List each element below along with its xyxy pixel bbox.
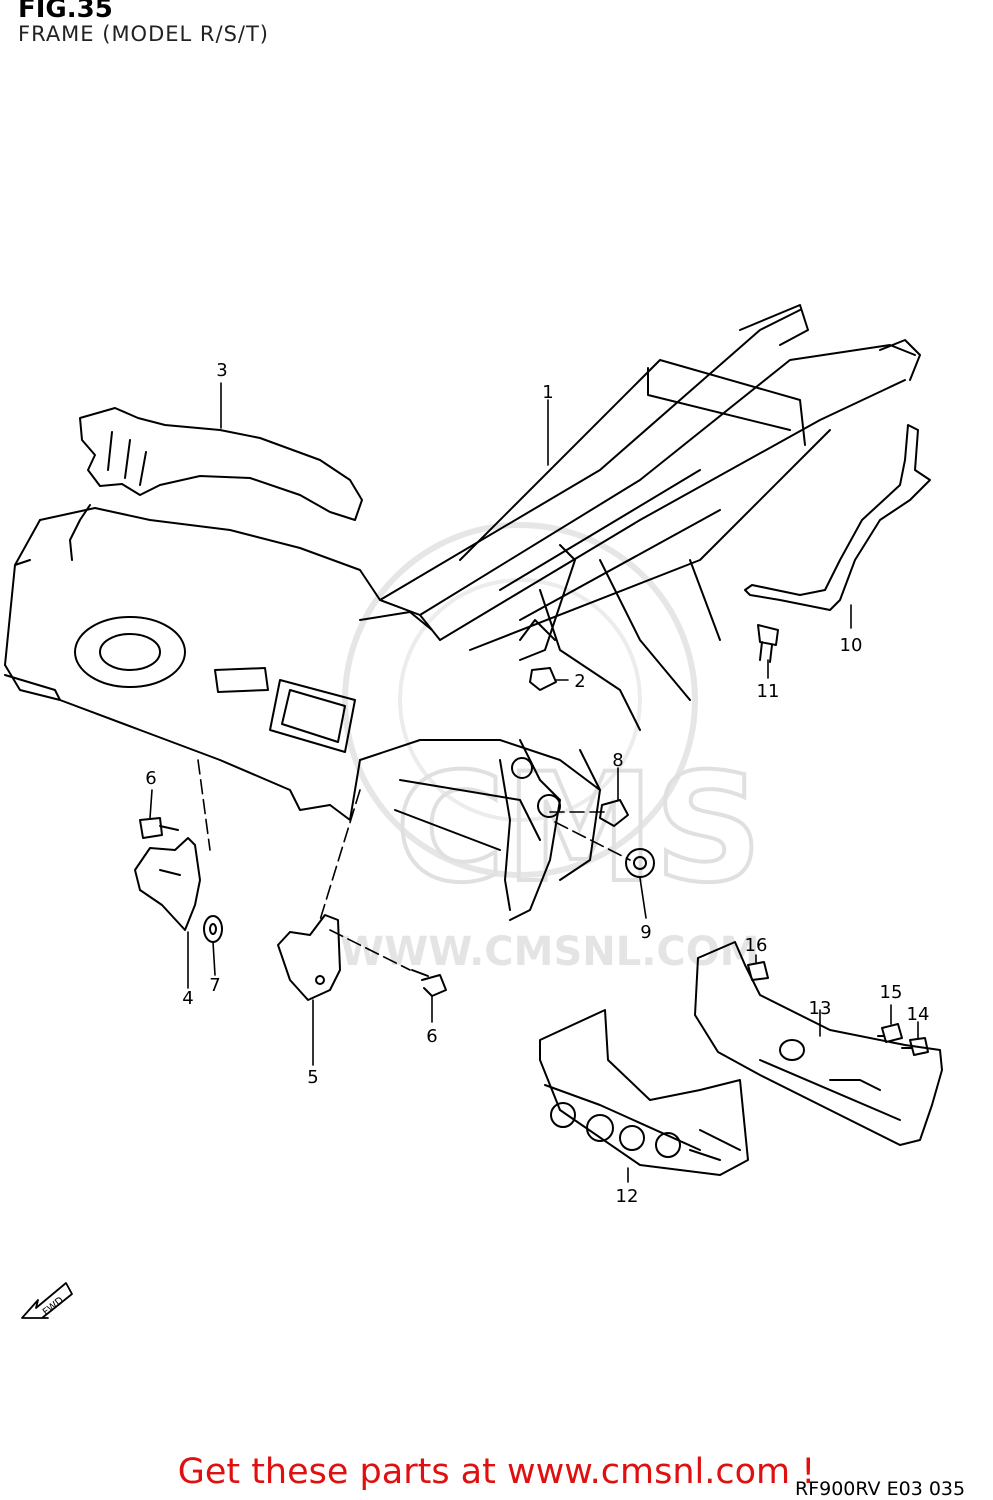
callout-6-upper: 6 [145, 768, 156, 789]
callout-16: 16 [745, 935, 768, 956]
callout-2: 2 [574, 671, 585, 692]
callout-15: 15 [880, 982, 903, 1003]
part-2-cap [529, 667, 557, 691]
part-6-bolt-upper [139, 817, 179, 839]
callout-10: 10 [840, 635, 863, 656]
watermark-url: WWW.CMSNL.COM [340, 929, 760, 975]
part-8-bushing [599, 799, 629, 827]
part-6-bolt-lower [411, 969, 447, 997]
watermark-logo: CMS [395, 742, 762, 916]
watermark: CMS WWW.CMSNL.COM [340, 522, 764, 975]
part-7-washer [203, 915, 223, 943]
footer-link-text[interactable]: Get these parts at www.cmsnl.com ! [177, 1452, 816, 1492]
part-10-bracket [744, 424, 931, 611]
part-12-lower-bracket [539, 1009, 749, 1176]
fwd-arrow-icon: FWD [21, 1282, 73, 1319]
part-14-bolt [901, 1037, 929, 1056]
callout-6-lower: 6 [426, 1026, 437, 1047]
callout-1: 1 [542, 382, 553, 403]
leader-lines [149, 382, 919, 1183]
callout-13: 13 [809, 998, 832, 1019]
part-11-bolt [757, 624, 779, 663]
callout-9: 9 [640, 922, 651, 943]
part-9-bushing [625, 848, 655, 878]
figure-number: FIG.35 [18, 0, 113, 24]
part-16-bolt [747, 961, 769, 981]
callout-4: 4 [182, 988, 193, 1009]
callout-labels: 1 2 3 4 5 6 6 7 8 9 10 11 12 13 14 15 16 [145, 360, 929, 1207]
diagram-code: RF900RV E03 035 [795, 1478, 966, 1500]
figure-subtitle: FRAME (MODEL R/S/T) [18, 22, 269, 46]
callout-8: 8 [612, 750, 623, 771]
callout-12: 12 [616, 1186, 639, 1207]
part-4-bracket [134, 837, 201, 931]
part-5-bracket [277, 914, 341, 1001]
part-1-main-frame [4, 304, 921, 921]
part-15-bolt [877, 1023, 903, 1043]
callout-11: 11 [757, 681, 780, 702]
callout-5: 5 [307, 1067, 318, 1088]
callout-14: 14 [907, 1004, 930, 1025]
callout-7: 7 [209, 975, 220, 996]
part-3-frame-cover [79, 407, 363, 521]
callout-3: 3 [216, 360, 227, 381]
